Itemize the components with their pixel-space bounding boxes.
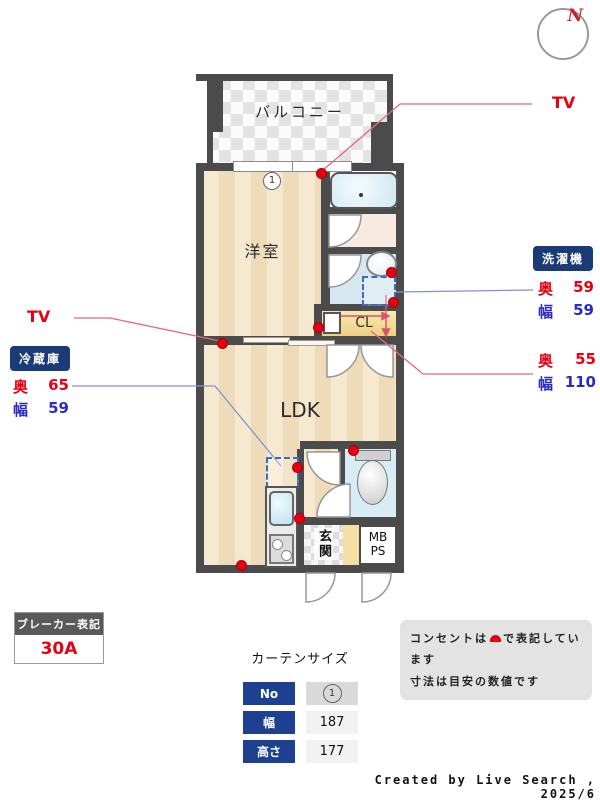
meter-box-room xyxy=(359,525,397,565)
wall-pillar xyxy=(371,122,393,170)
kitchen-sink xyxy=(269,491,294,526)
closet-leader xyxy=(370,330,533,375)
outlet-dot xyxy=(316,168,327,179)
leader-lines xyxy=(72,103,534,467)
wall xyxy=(196,74,393,81)
curtain-table-title: カーテンサイズ xyxy=(251,652,349,667)
wall-pillar xyxy=(207,74,223,132)
tv-left-leader xyxy=(74,317,221,342)
door-arc xyxy=(316,483,351,518)
balcony-label: バルコニー xyxy=(255,103,345,121)
meter-box-label: MB PS xyxy=(368,530,388,558)
balcony-floor xyxy=(207,78,393,170)
door-arc xyxy=(326,344,360,378)
stove-burner xyxy=(281,550,292,561)
entrance-label: 玄関 xyxy=(314,528,333,560)
bathtub-drain xyxy=(359,193,363,197)
outlet-dot xyxy=(292,462,303,473)
outlet-dot xyxy=(388,297,399,308)
note-line-1: コンセントはで表記しています xyxy=(410,632,581,667)
entrance-side-strip xyxy=(343,525,359,565)
fridge-leader xyxy=(72,385,282,467)
curtain-row-no-label: No xyxy=(243,682,295,705)
washer-badge: 洗濯機 xyxy=(533,246,594,271)
toilet-bowl xyxy=(357,460,388,505)
compass: N xyxy=(535,6,589,60)
curtain-marker: 1 xyxy=(263,168,281,190)
curtain-row-no-value: 1 xyxy=(306,682,358,705)
door-arcs xyxy=(305,214,394,603)
outlet-dot xyxy=(313,322,324,333)
bathtub xyxy=(330,172,398,209)
washer-leader xyxy=(395,289,534,293)
stove-burner xyxy=(272,539,283,550)
wall xyxy=(196,565,404,573)
door-arc xyxy=(360,344,394,378)
tv-annotation-left: TV xyxy=(27,307,51,326)
note-line-2: 寸法は目安の数値です xyxy=(410,674,540,688)
closet-label: CL xyxy=(355,315,373,331)
tv-top-leader xyxy=(321,103,532,172)
outlet-dot xyxy=(236,560,247,571)
breaker-box: ブレーカー表記 30A xyxy=(14,612,104,664)
tv-annotation-top: TV xyxy=(552,93,576,112)
door-arc xyxy=(361,572,392,603)
curtain-row-width-label: 幅 xyxy=(243,711,295,734)
outlet-dot xyxy=(348,445,359,456)
door-arc xyxy=(328,254,362,288)
wall xyxy=(297,517,404,525)
wall xyxy=(297,449,304,568)
outlet-symbol-icon xyxy=(490,635,501,642)
notes-box: コンセントはで表記しています 寸法は目安の数値です xyxy=(400,620,592,701)
wall xyxy=(314,304,404,311)
wall xyxy=(396,163,404,573)
curtain-row-height-value: 177 xyxy=(306,740,358,763)
ldk-label: LDK xyxy=(280,398,320,422)
outlet-dot xyxy=(217,338,228,349)
western-room-label: 洋室 xyxy=(244,242,281,261)
fridge-badge: 冷蔵庫 xyxy=(10,346,71,371)
wall xyxy=(321,207,404,214)
wall xyxy=(196,163,204,573)
wall xyxy=(321,163,330,311)
wall xyxy=(321,247,404,254)
outlet-dot xyxy=(294,513,305,524)
curtain-row-height-label: 高さ xyxy=(243,740,295,763)
curtain-row-width-value: 187 xyxy=(306,711,358,734)
compass-ring xyxy=(537,8,589,60)
breaker-value: 30A xyxy=(40,639,78,659)
western-room-floor xyxy=(203,170,322,337)
compass-north-label: N xyxy=(567,6,583,26)
washing-machine-space xyxy=(362,276,396,306)
entrance-door-arc xyxy=(305,572,336,603)
sliding-door xyxy=(288,340,335,346)
breaker-title: ブレーカー表記 xyxy=(15,613,103,635)
credit-text: Created by Live Search , 2025/6 xyxy=(374,773,596,800)
outlet-dot xyxy=(386,267,397,278)
wall xyxy=(338,449,345,519)
closet-door-panel xyxy=(323,312,341,334)
door-arc xyxy=(306,451,341,486)
door-arc xyxy=(328,214,362,248)
